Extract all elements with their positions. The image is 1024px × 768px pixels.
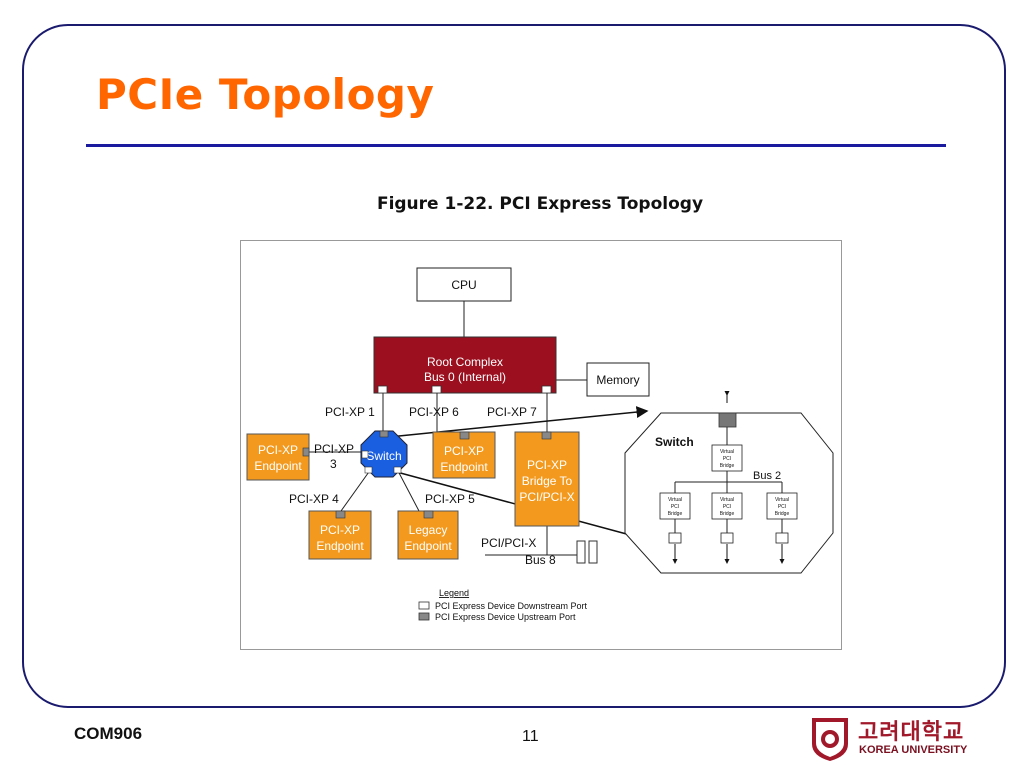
- bridge-box: [514, 431, 580, 527]
- link-label-xp3: PCI-XP: [314, 442, 354, 456]
- vpb-left-word1: Virtual: [668, 497, 682, 503]
- endpoint-mid-sublabel: Endpoint: [440, 460, 488, 474]
- link-label-xp1: PCI-XP 1: [325, 405, 375, 419]
- vpb-right-word2: PCI: [778, 504, 786, 510]
- bus2-label: Bus 2: [753, 470, 781, 482]
- course-code: COM906: [74, 724, 143, 743]
- switch-node: [360, 430, 408, 478]
- switch-detail-title: Switch: [655, 435, 694, 449]
- endpoint-bottom-label: PCI-XP: [320, 523, 360, 537]
- legend-upstream-label: PCI Express Device Upstream Port: [435, 612, 576, 622]
- memory-box: [586, 362, 650, 397]
- endpoint-bottom-box: [308, 510, 372, 560]
- endpoint-mid-label: PCI-XP: [444, 444, 484, 458]
- legend-title: Legend: [439, 588, 469, 598]
- legacy-endpoint-sublabel: Endpoint: [404, 539, 452, 553]
- vpb-left-word2: PCI: [671, 504, 679, 510]
- logo-english-text: KOREA UNIVERSITY: [859, 744, 968, 756]
- vpb-mid-word1: Virtual: [720, 497, 734, 503]
- topology-figure: CPU Root Complex Bus 0 (Internal) Memory…: [240, 240, 842, 650]
- endpoint-left-box: [246, 433, 310, 481]
- legacy-endpoint-label: Legacy: [409, 523, 448, 537]
- link-label-xp5: PCI-XP 5: [425, 492, 475, 506]
- root-complex-bus-label: Bus 0 (Internal): [424, 370, 506, 384]
- figure-caption: Figure 1-22. PCI Express Topology: [376, 194, 704, 214]
- vpb-right-word1: Virtual: [775, 497, 789, 503]
- title-divider: [86, 144, 946, 147]
- endpoint-left-sublabel: Endpoint: [254, 459, 302, 473]
- bridge-sublabel-2: PCI/PCI-X: [519, 490, 574, 504]
- vpb-mid-word3: Bridge: [720, 511, 735, 517]
- link-label-xp6: PCI-XP 6: [409, 405, 459, 419]
- vpb-top-word2: PCI: [723, 456, 731, 462]
- endpoint-mid-box: [432, 431, 496, 479]
- vpb-top-word3: Bridge: [720, 463, 735, 469]
- link-label-xp7: PCI-XP 7: [487, 405, 537, 419]
- topology-diagram: CPU Root Complex Bus 0 (Internal) Memory…: [246, 267, 834, 622]
- logo-korean-text: 고려대학교: [858, 719, 965, 744]
- memory-label: Memory: [596, 373, 639, 387]
- legend-downstream-swatch: [418, 601, 430, 610]
- legend-downstream-label: PCI Express Device Downstream Port: [435, 601, 588, 611]
- switch-label: Switch: [366, 449, 401, 463]
- bridge-sublabel: Bridge To: [522, 474, 573, 488]
- bridge-label: PCI-XP: [527, 458, 567, 472]
- bus8-label: Bus 8: [525, 553, 556, 567]
- cpu-label: CPU: [451, 278, 476, 292]
- root-complex-box: [373, 336, 557, 394]
- pci-pcix-label: PCI/PCI-X: [481, 536, 536, 550]
- vpb-mid-word2: PCI: [723, 504, 731, 510]
- vpb-right-word3: Bridge: [775, 511, 790, 517]
- endpoint-left-label: PCI-XP: [258, 443, 298, 457]
- cpu-box: [416, 267, 512, 302]
- link-label-xp3-number: 3: [330, 457, 337, 471]
- link-label-xp4: PCI-XP 4: [289, 492, 339, 506]
- legend-upstream-swatch: [418, 612, 430, 621]
- vpb-left-word3: Bridge: [668, 511, 683, 517]
- korea-university-logo: 고려대학교 KOREA UNIVERSITY: [806, 714, 996, 764]
- vpb-top-word1: Virtual: [720, 449, 734, 455]
- slide-frame: [22, 24, 1006, 708]
- root-complex-label: Root Complex: [427, 355, 503, 369]
- endpoint-bottom-sublabel: Endpoint: [316, 539, 364, 553]
- slide-title: PCIe Topology: [96, 70, 435, 119]
- university-emblem-icon: [812, 718, 848, 761]
- page-number: 11: [522, 728, 539, 745]
